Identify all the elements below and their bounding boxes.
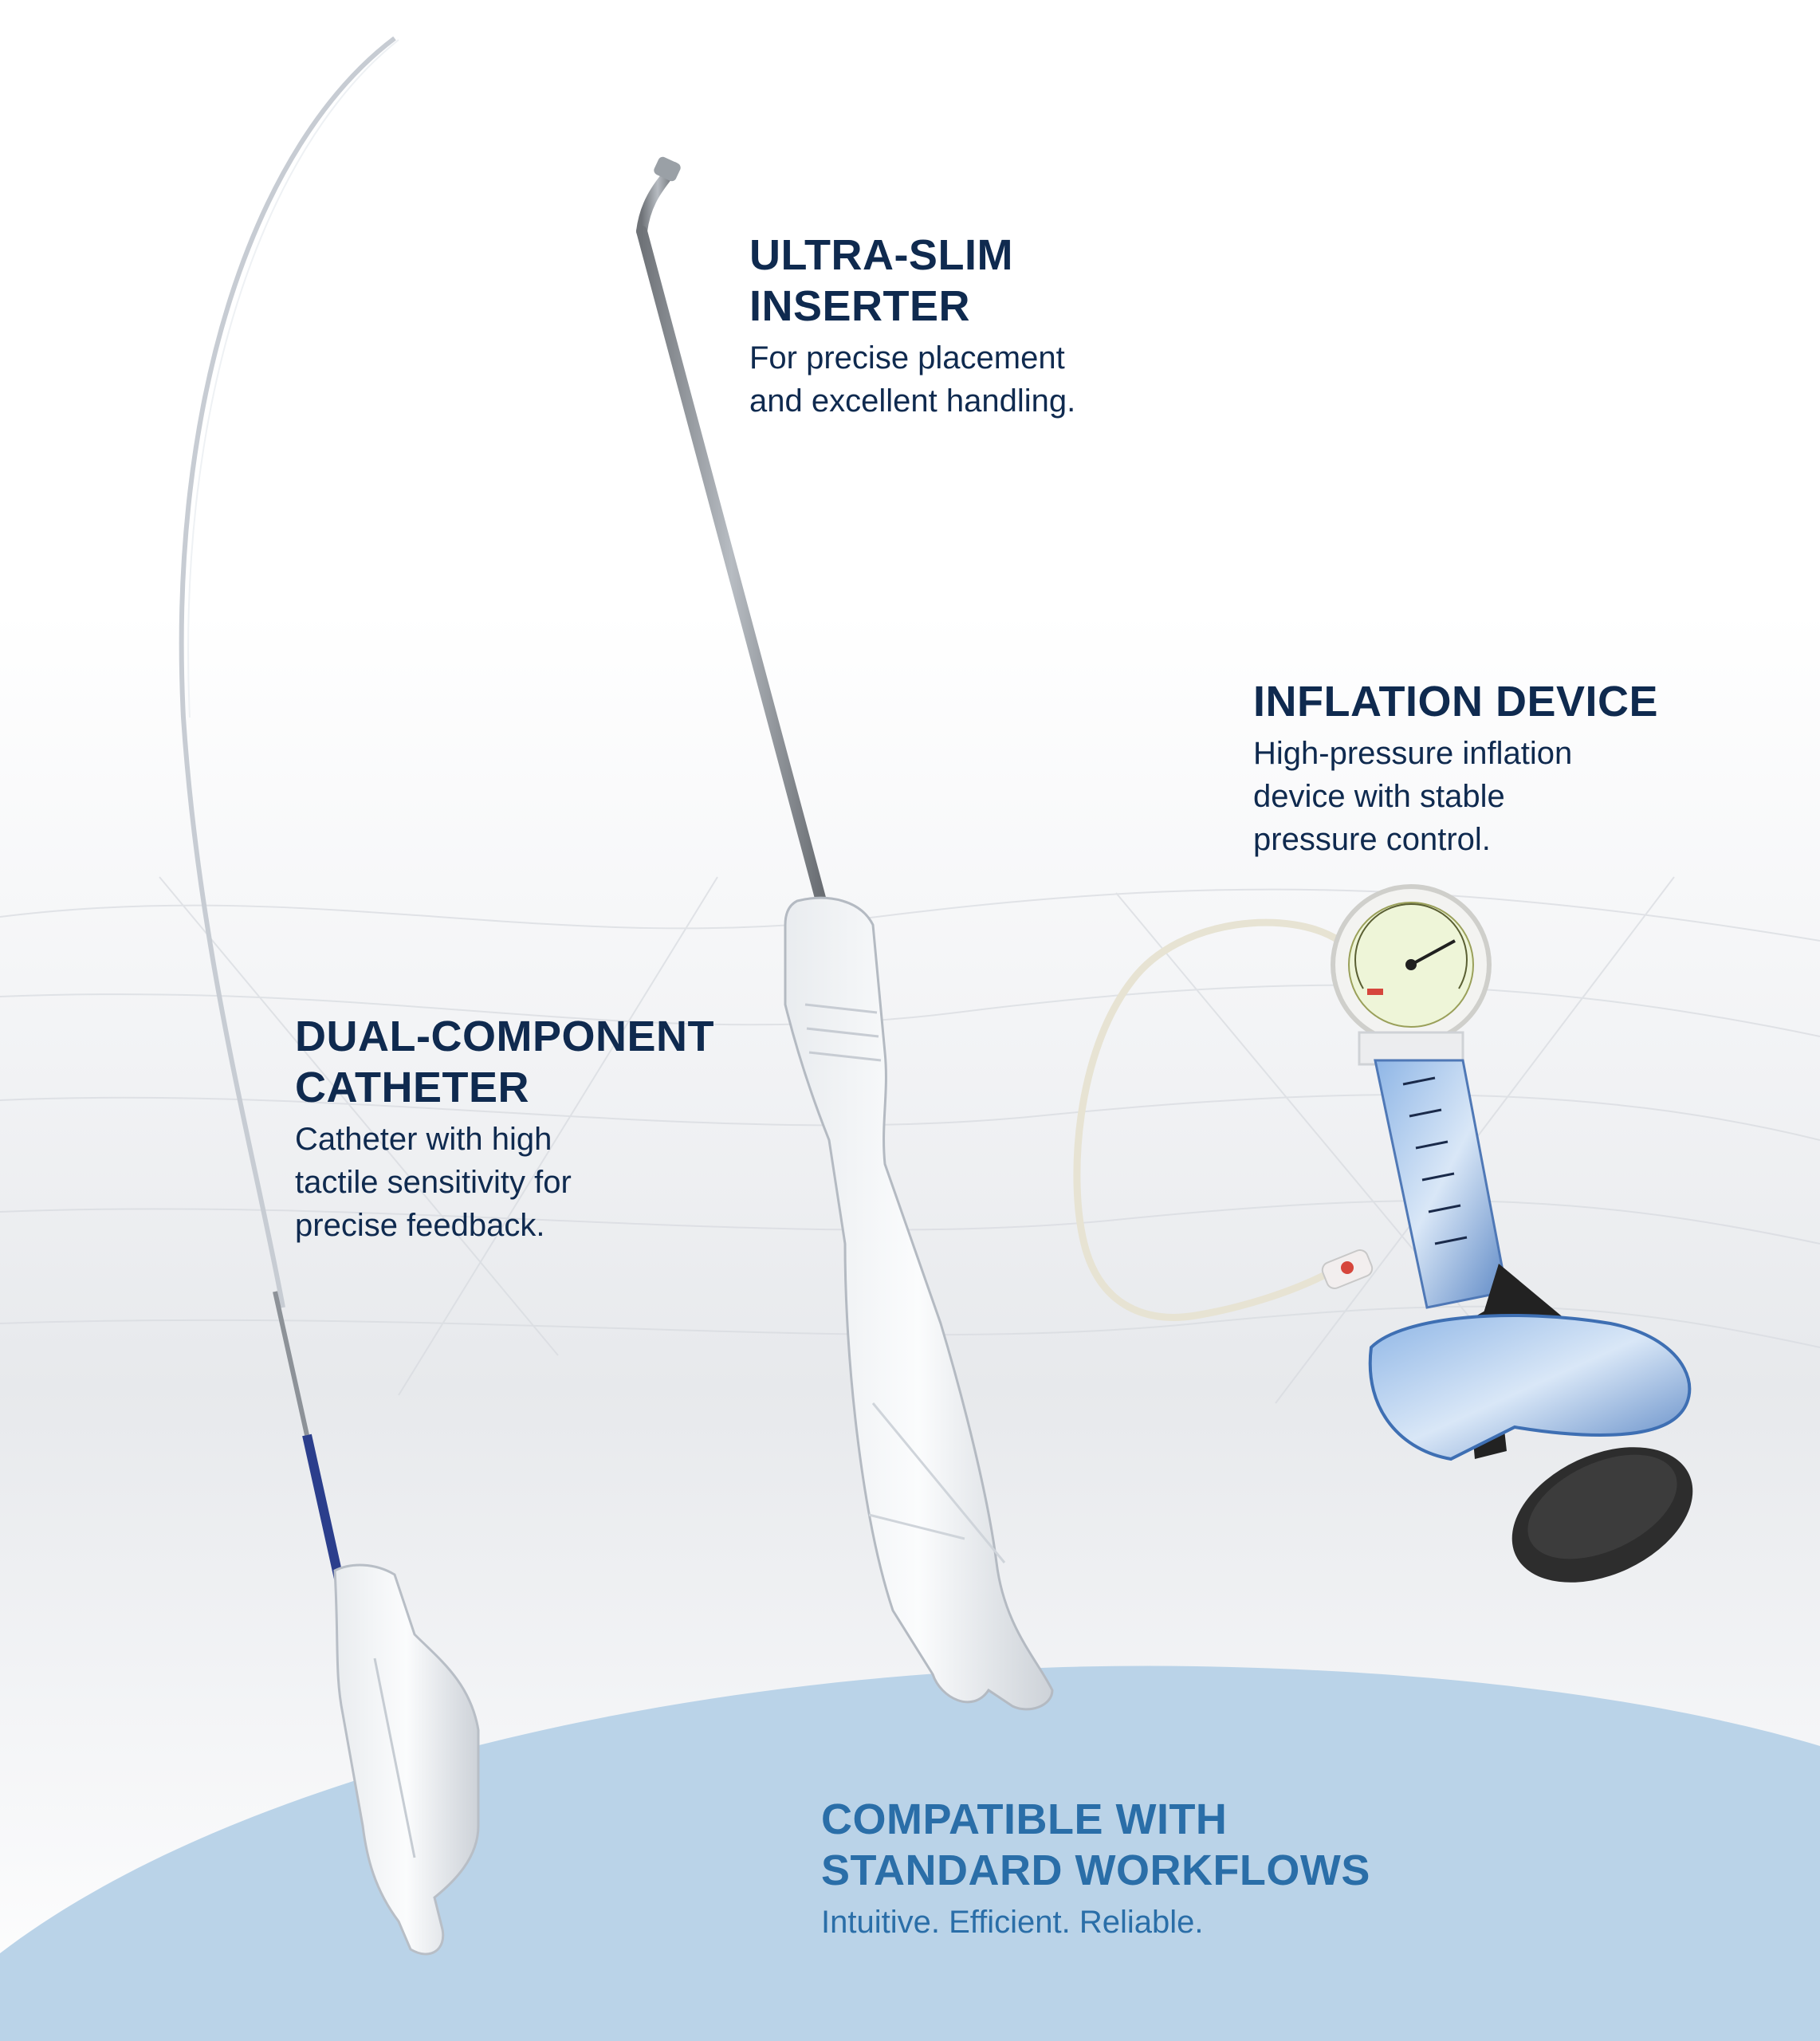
inserter-title: ULTRA-SLIM INSERTER (749, 231, 1013, 330)
inflation-device-label: INFLATION DEVICE High-pressure inflation… (1253, 676, 1747, 861)
catheter-description: Catheter with high tactile sensitivity f… (295, 1122, 572, 1243)
catheter-label: DUAL-COMPONENT CATHETER Catheter with hi… (295, 1011, 741, 1247)
inserter-description: For precise placement and excellent hand… (749, 340, 1076, 419)
inserter-image (636, 156, 1054, 1711)
inflation-device-description: High-pressure inflation device with stab… (1253, 736, 1573, 857)
inserter-label: ULTRA-SLIM INSERTER For precise placemen… (749, 230, 1196, 423)
catheter-image (179, 36, 480, 1956)
compatible-description: Intuitive. Efficient. Reliable. (821, 1905, 1204, 1940)
catheter-title: DUAL-COMPONENT CATHETER (295, 1013, 714, 1111)
inflation-device-image (1073, 884, 1693, 1583)
compatible-label: COMPATIBLE WITH STANDARD WORKFLOWS Intui… (821, 1794, 1427, 1944)
inflation-device-title: INFLATION DEVICE (1253, 678, 1659, 726)
compatible-title: COMPATIBLE WITH STANDARD WORKFLOWS (821, 1795, 1370, 1894)
